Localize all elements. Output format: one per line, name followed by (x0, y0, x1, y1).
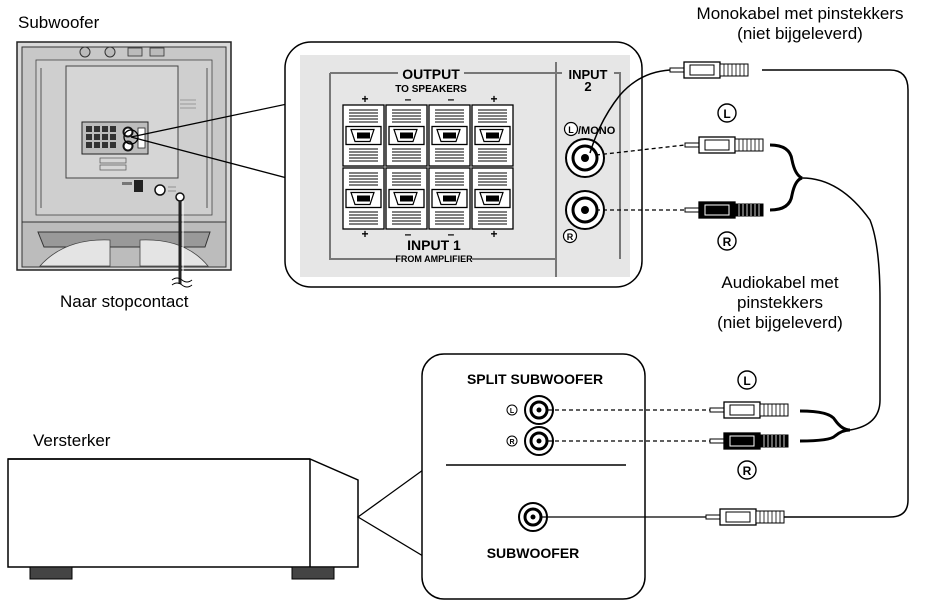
polarity-sign-bottom: + (490, 227, 497, 241)
cable-l-bottom-letter: L (743, 374, 750, 388)
speaker-terminal (428, 104, 471, 167)
input2-l-mono-jack (565, 138, 605, 178)
from-amplifier-label: FROM AMPLIFIER (395, 254, 473, 264)
amp-subwoofer-label: SUBWOOFER (487, 545, 580, 561)
cable-l-top-icon (717, 103, 737, 123)
output-label: OUTPUT (402, 66, 460, 82)
to-speakers-label: TO SPEAKERS (395, 84, 467, 95)
subwoofer-rear-panel-detail: OUTPUT TO SPEAKERS INPUT 1 FROM AMPLIFIE… (284, 41, 643, 288)
polarity-sign-bottom: – (448, 227, 455, 241)
amplifier-unit (7, 458, 424, 580)
polarity-signs: + + – – – – + + (361, 92, 497, 241)
mono-plug-bottom (705, 508, 785, 526)
l-circle-icon (563, 121, 579, 137)
audio-cable-line2: pinstekkers (737, 293, 823, 312)
speaker-terminal (471, 104, 514, 167)
cable-r-top-icon (717, 231, 737, 251)
split-sub-l-jack (524, 395, 554, 425)
polarity-sign-top: – (405, 92, 412, 106)
cable-r-top-letter: R (723, 235, 732, 249)
subwoofer-out-jack (518, 502, 548, 532)
input2-r-jack (565, 190, 605, 230)
mono-cable-line2: (niet bijgeleverd) (737, 24, 863, 43)
amp-r-letter: R (509, 439, 514, 446)
l-mono-letter: L (568, 125, 574, 135)
amplifier-rear-panel-detail: SPLIT SUBWOOFER SUBWOOFER L R (421, 353, 646, 600)
cable-l-bottom-icon (737, 370, 757, 390)
speaker-terminal (342, 104, 385, 167)
input2-number: 2 (584, 79, 591, 94)
split-sub-r-jack (524, 426, 554, 456)
polarity-sign-bottom: + (361, 227, 368, 241)
audio-cable-line3: (niet bijgeleverd) (717, 313, 843, 332)
l-small-icon (506, 404, 518, 416)
audio-plug-r-top (684, 201, 764, 219)
cables (540, 69, 909, 518)
mono-plug-top (669, 61, 749, 79)
subwoofer-label: Subwoofer (18, 13, 100, 32)
power-outlet-label: Naar stopcontact (60, 292, 189, 311)
r-circle-icon (562, 228, 578, 244)
audio-plug-l-bottom (709, 401, 789, 419)
speaker-terminal (471, 167, 514, 230)
speaker-terminal (428, 167, 471, 230)
mono-cable-line1: Monokabel met pinstekkers (696, 4, 904, 23)
audio-cable-label: Audiokabel met pinstekkers (niet bijgele… (680, 273, 880, 333)
input2-r-letter: R (567, 232, 574, 242)
amplifier-label: Versterker (33, 431, 111, 450)
speaker-terminal (385, 104, 428, 167)
cable-r-bottom-letter: R (743, 464, 752, 478)
subwoofer-unit (16, 41, 288, 288)
input2-label: INPUT (569, 67, 608, 82)
rca-plugs (669, 61, 789, 526)
polarity-sign-bottom: – (405, 227, 412, 241)
l-mono-label: /MONO (578, 125, 616, 137)
speaker-terminals (342, 104, 514, 230)
audio-plug-l-top (684, 136, 764, 154)
amp-l-letter: L (510, 408, 515, 415)
split-subwoofer-label: SPLIT SUBWOOFER (467, 371, 603, 387)
cable-l-top-letter: L (723, 107, 730, 121)
r-small-icon (506, 435, 518, 447)
polarity-sign-top: – (448, 92, 455, 106)
audio-plug-r-bottom (709, 432, 789, 450)
audio-cable-line1: Audiokabel met (721, 273, 839, 292)
polarity-sign-top: + (490, 92, 497, 106)
mono-cable-label: Monokabel met pinstekkers (niet bijgelev… (670, 4, 930, 44)
input1-label: INPUT 1 (407, 237, 461, 253)
polarity-sign-top: + (361, 92, 368, 106)
speaker-terminal (342, 167, 385, 230)
speaker-terminal (385, 167, 428, 230)
cable-r-bottom-icon (737, 460, 757, 480)
